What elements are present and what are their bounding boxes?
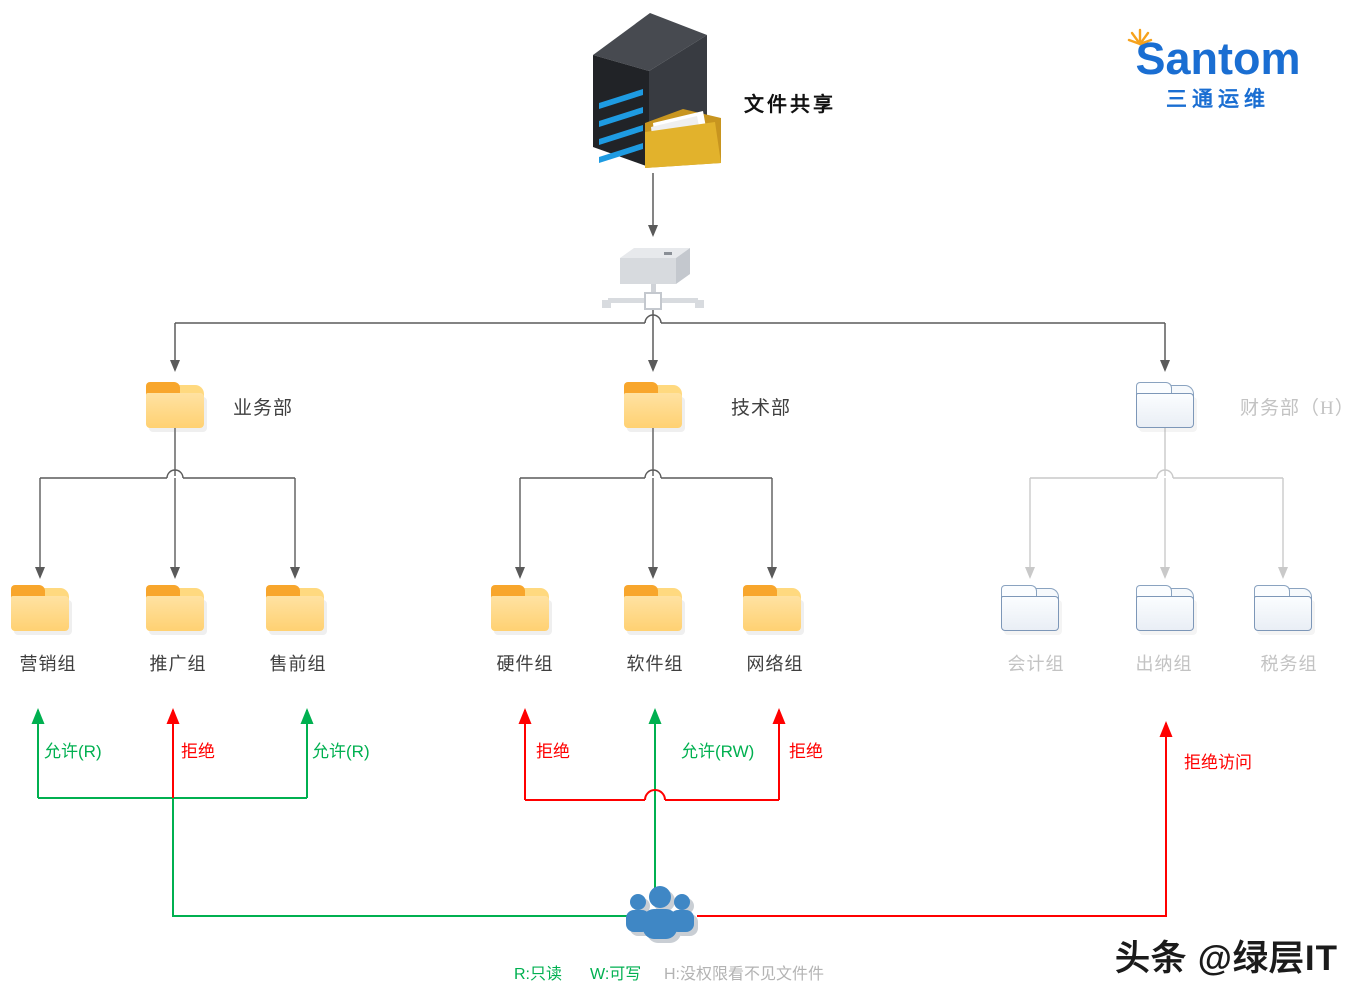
accounting-group-folder bbox=[1001, 585, 1059, 631]
perm-marketing-allow-r: 允许(R) bbox=[44, 742, 102, 761]
folder-body bbox=[1136, 393, 1194, 428]
software-group-folder bbox=[624, 585, 682, 631]
accounting-group-label: 会计组 bbox=[1007, 654, 1065, 674]
watermark: 头条 @绿层IT bbox=[1115, 939, 1338, 978]
user-group-icon bbox=[626, 886, 698, 943]
promotion-group-label: 推广组 bbox=[149, 654, 207, 674]
shared-folder-icon bbox=[645, 109, 721, 168]
presales-group-label: 售前组 bbox=[269, 654, 327, 674]
perm-network-deny: 拒绝 bbox=[789, 742, 823, 761]
cashier-group-folder bbox=[1136, 585, 1194, 631]
page-title: 文件共享 bbox=[744, 94, 836, 116]
perm-hardware-deny: 拒绝 bbox=[536, 742, 570, 761]
tax-group-label: 税务组 bbox=[1260, 654, 1318, 674]
santom-logo: Santom 三通运维 bbox=[1127, 28, 1305, 113]
hardware-group-label: 硬件组 bbox=[496, 654, 554, 674]
perm-software-allow-rw: 允许(RW) bbox=[681, 742, 755, 761]
legend-read: R:只读 bbox=[514, 966, 563, 983]
network-switch-icon bbox=[602, 248, 704, 310]
business-dept-folder bbox=[146, 382, 204, 428]
perm-promotion-deny: 拒绝 bbox=[181, 742, 215, 761]
hardware-group-folder bbox=[491, 585, 549, 631]
marketing-group-label: 营销组 bbox=[19, 654, 77, 674]
finance-dept-folder bbox=[1136, 382, 1194, 428]
sunburst-icon bbox=[1127, 28, 1153, 46]
presales-group-folder bbox=[266, 585, 324, 631]
tech-dept-label: 技术部 bbox=[731, 398, 792, 419]
cashier-group-label: 出纳组 bbox=[1135, 654, 1193, 674]
promotion-group-folder bbox=[146, 585, 204, 631]
perm-finance-deny-access: 拒绝访问 bbox=[1184, 753, 1252, 772]
logo-name: Santom bbox=[1127, 28, 1305, 84]
logo-text: Santom bbox=[1135, 33, 1301, 84]
folder-body bbox=[624, 393, 682, 428]
logo-subtitle: 三通运维 bbox=[1166, 88, 1270, 111]
finance-dept-label: 财务部（H） bbox=[1240, 398, 1355, 419]
network-group-folder bbox=[743, 585, 801, 631]
legend-hidden: H:没权限看不见文件件 bbox=[664, 966, 825, 983]
folder-body bbox=[146, 393, 204, 428]
business-dept-label: 业务部 bbox=[233, 398, 294, 419]
perm-presales-allow-r: 允许(R) bbox=[312, 742, 370, 761]
server-tower-icon bbox=[593, 13, 721, 168]
software-group-label: 软件组 bbox=[626, 654, 684, 674]
legend-write: W:可写 bbox=[590, 966, 642, 983]
marketing-group-folder bbox=[11, 585, 69, 631]
network-group-label: 网络组 bbox=[746, 654, 804, 674]
tax-group-folder bbox=[1254, 585, 1312, 631]
tech-dept-folder bbox=[624, 382, 682, 428]
